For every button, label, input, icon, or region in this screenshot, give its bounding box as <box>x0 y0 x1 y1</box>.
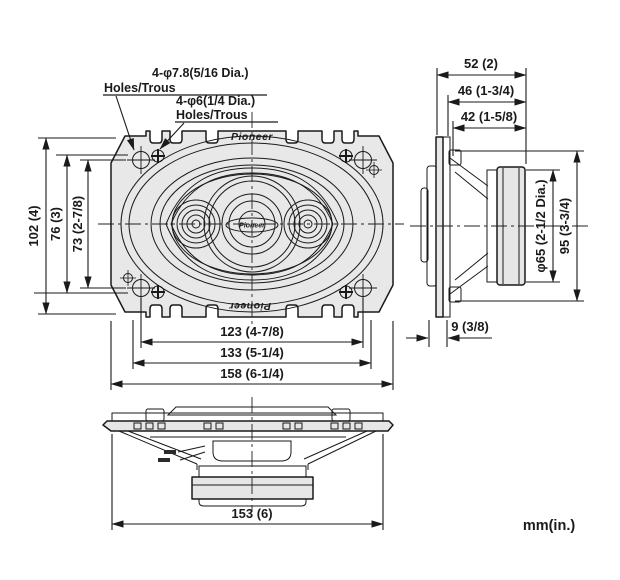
small-screw <box>339 149 353 163</box>
dim-flange-thickness: 9 (3/8) <box>406 319 492 347</box>
neck-lines <box>196 464 309 470</box>
small-hole <box>120 270 136 286</box>
side-view <box>410 136 592 318</box>
dim-magnet-diameter: φ65 (2-1/2 Dia.) <box>526 169 560 283</box>
flange-lip <box>102 420 394 432</box>
dim-label-mounting-depth: 46 (1-3/4) <box>458 83 514 98</box>
surround-bump <box>166 406 338 416</box>
leader-small-holes <box>159 122 185 150</box>
callout-large-holes-subtext: Holes/Trous <box>104 81 176 95</box>
bottom-view <box>102 397 394 512</box>
dim-label-overall-height: 102 (4) <box>26 205 41 246</box>
terminal-pin <box>158 458 170 462</box>
flange-front <box>435 136 444 318</box>
small-hole <box>366 162 382 178</box>
driver-bracket-outer <box>165 167 339 281</box>
brand-logo-center: Pioneer <box>239 223 266 230</box>
callout-small-holes-subtext: Holes/Trous <box>176 108 248 122</box>
small-screw <box>339 285 353 299</box>
dim-label-magnet-diameter: φ65 (2-1/2 Dia.) <box>533 179 548 272</box>
mount-clip-top <box>448 149 462 166</box>
leader-large-holes <box>115 95 135 151</box>
terminal-tabs <box>158 445 206 462</box>
dim-oval-height: 76 (3) <box>34 154 128 294</box>
dim-magnet-depth: 42 (1-5/8) <box>452 109 527 156</box>
small-screw <box>151 149 165 163</box>
dim-overall-width: 158 (6-1/4) <box>110 321 394 390</box>
dim-label-overall-width: 158 (6-1/4) <box>220 366 284 381</box>
gasket-slab <box>111 412 384 422</box>
callout-large-holes: 4-φ7.8(5/16 Dia.) Holes/Trous <box>103 66 267 151</box>
dim-label-flange-thickness: 9 (3/8) <box>451 319 489 334</box>
clip-right <box>331 408 351 422</box>
clip-left <box>145 408 165 422</box>
large-hole <box>127 146 155 174</box>
callout-small-holes-text: 4-φ6(1/4 Dia.) <box>176 94 255 108</box>
magnet-body <box>191 476 314 500</box>
gasket-profile <box>420 187 429 263</box>
large-hole <box>349 146 377 174</box>
dim-label-oval-height: 76 (3) <box>48 207 63 241</box>
driver-bracket-inner <box>170 172 334 276</box>
dim-hole-pitch-height: 73 (2-7/8) <box>70 159 126 289</box>
brand-logo-bottom: Pioneer <box>229 300 271 312</box>
dim-label-frame-width: 153 (6) <box>231 506 272 521</box>
small-screw <box>151 285 165 299</box>
magnet-top-plate <box>198 465 307 478</box>
dim-overall-depth: 52 (2) <box>436 56 527 164</box>
dim-label-magnet-depth: 42 (1-5/8) <box>461 109 517 124</box>
dim-mounting-depth: 46 (1-3/4) <box>447 83 527 136</box>
callout-large-holes-text: 4-φ7.8(5/16 Dia.) <box>152 66 248 80</box>
dim-label-overall-depth: 52 (2) <box>464 56 498 71</box>
magnet-bottom-plate <box>198 498 307 507</box>
dim-label-hole-pitch-width: 123 (4-7/8) <box>220 324 284 339</box>
dim-overall-height: 102 (4) <box>26 137 116 315</box>
dim-label-basket-height: 95 (3-3/4) <box>557 198 572 254</box>
front-view: Pioneer <box>98 112 404 327</box>
large-hole <box>349 274 377 302</box>
dim-frame-width: 153 (6) <box>111 434 384 530</box>
units-note: mm(in.) <box>523 518 576 534</box>
basket-cone-lines <box>449 157 489 295</box>
dim-hole-pitch-width: 123 (4-7/8) <box>140 298 364 348</box>
dim-label-hole-pitch-height: 73 (2-7/8) <box>70 196 85 252</box>
terminal-pin <box>164 450 176 454</box>
mounting-holes <box>120 146 382 302</box>
dim-label-cutout-width: 133 (5-1/4) <box>220 345 284 360</box>
dim-basket-height: 95 (3-3/4) <box>455 150 584 302</box>
callout-small-holes: 4-φ6(1/4 Dia.) Holes/Trous <box>159 94 278 150</box>
large-hole <box>127 274 155 302</box>
brand-logo-top: Pioneer <box>231 131 273 143</box>
flange-rear <box>442 136 451 318</box>
basket-slopes <box>118 430 377 465</box>
midrange-housing <box>212 440 292 462</box>
flange-castellation-ticks <box>133 422 363 430</box>
dim-cutout-width: 133 (5-1/4) <box>132 320 372 369</box>
mount-clip-bottom <box>448 286 462 303</box>
